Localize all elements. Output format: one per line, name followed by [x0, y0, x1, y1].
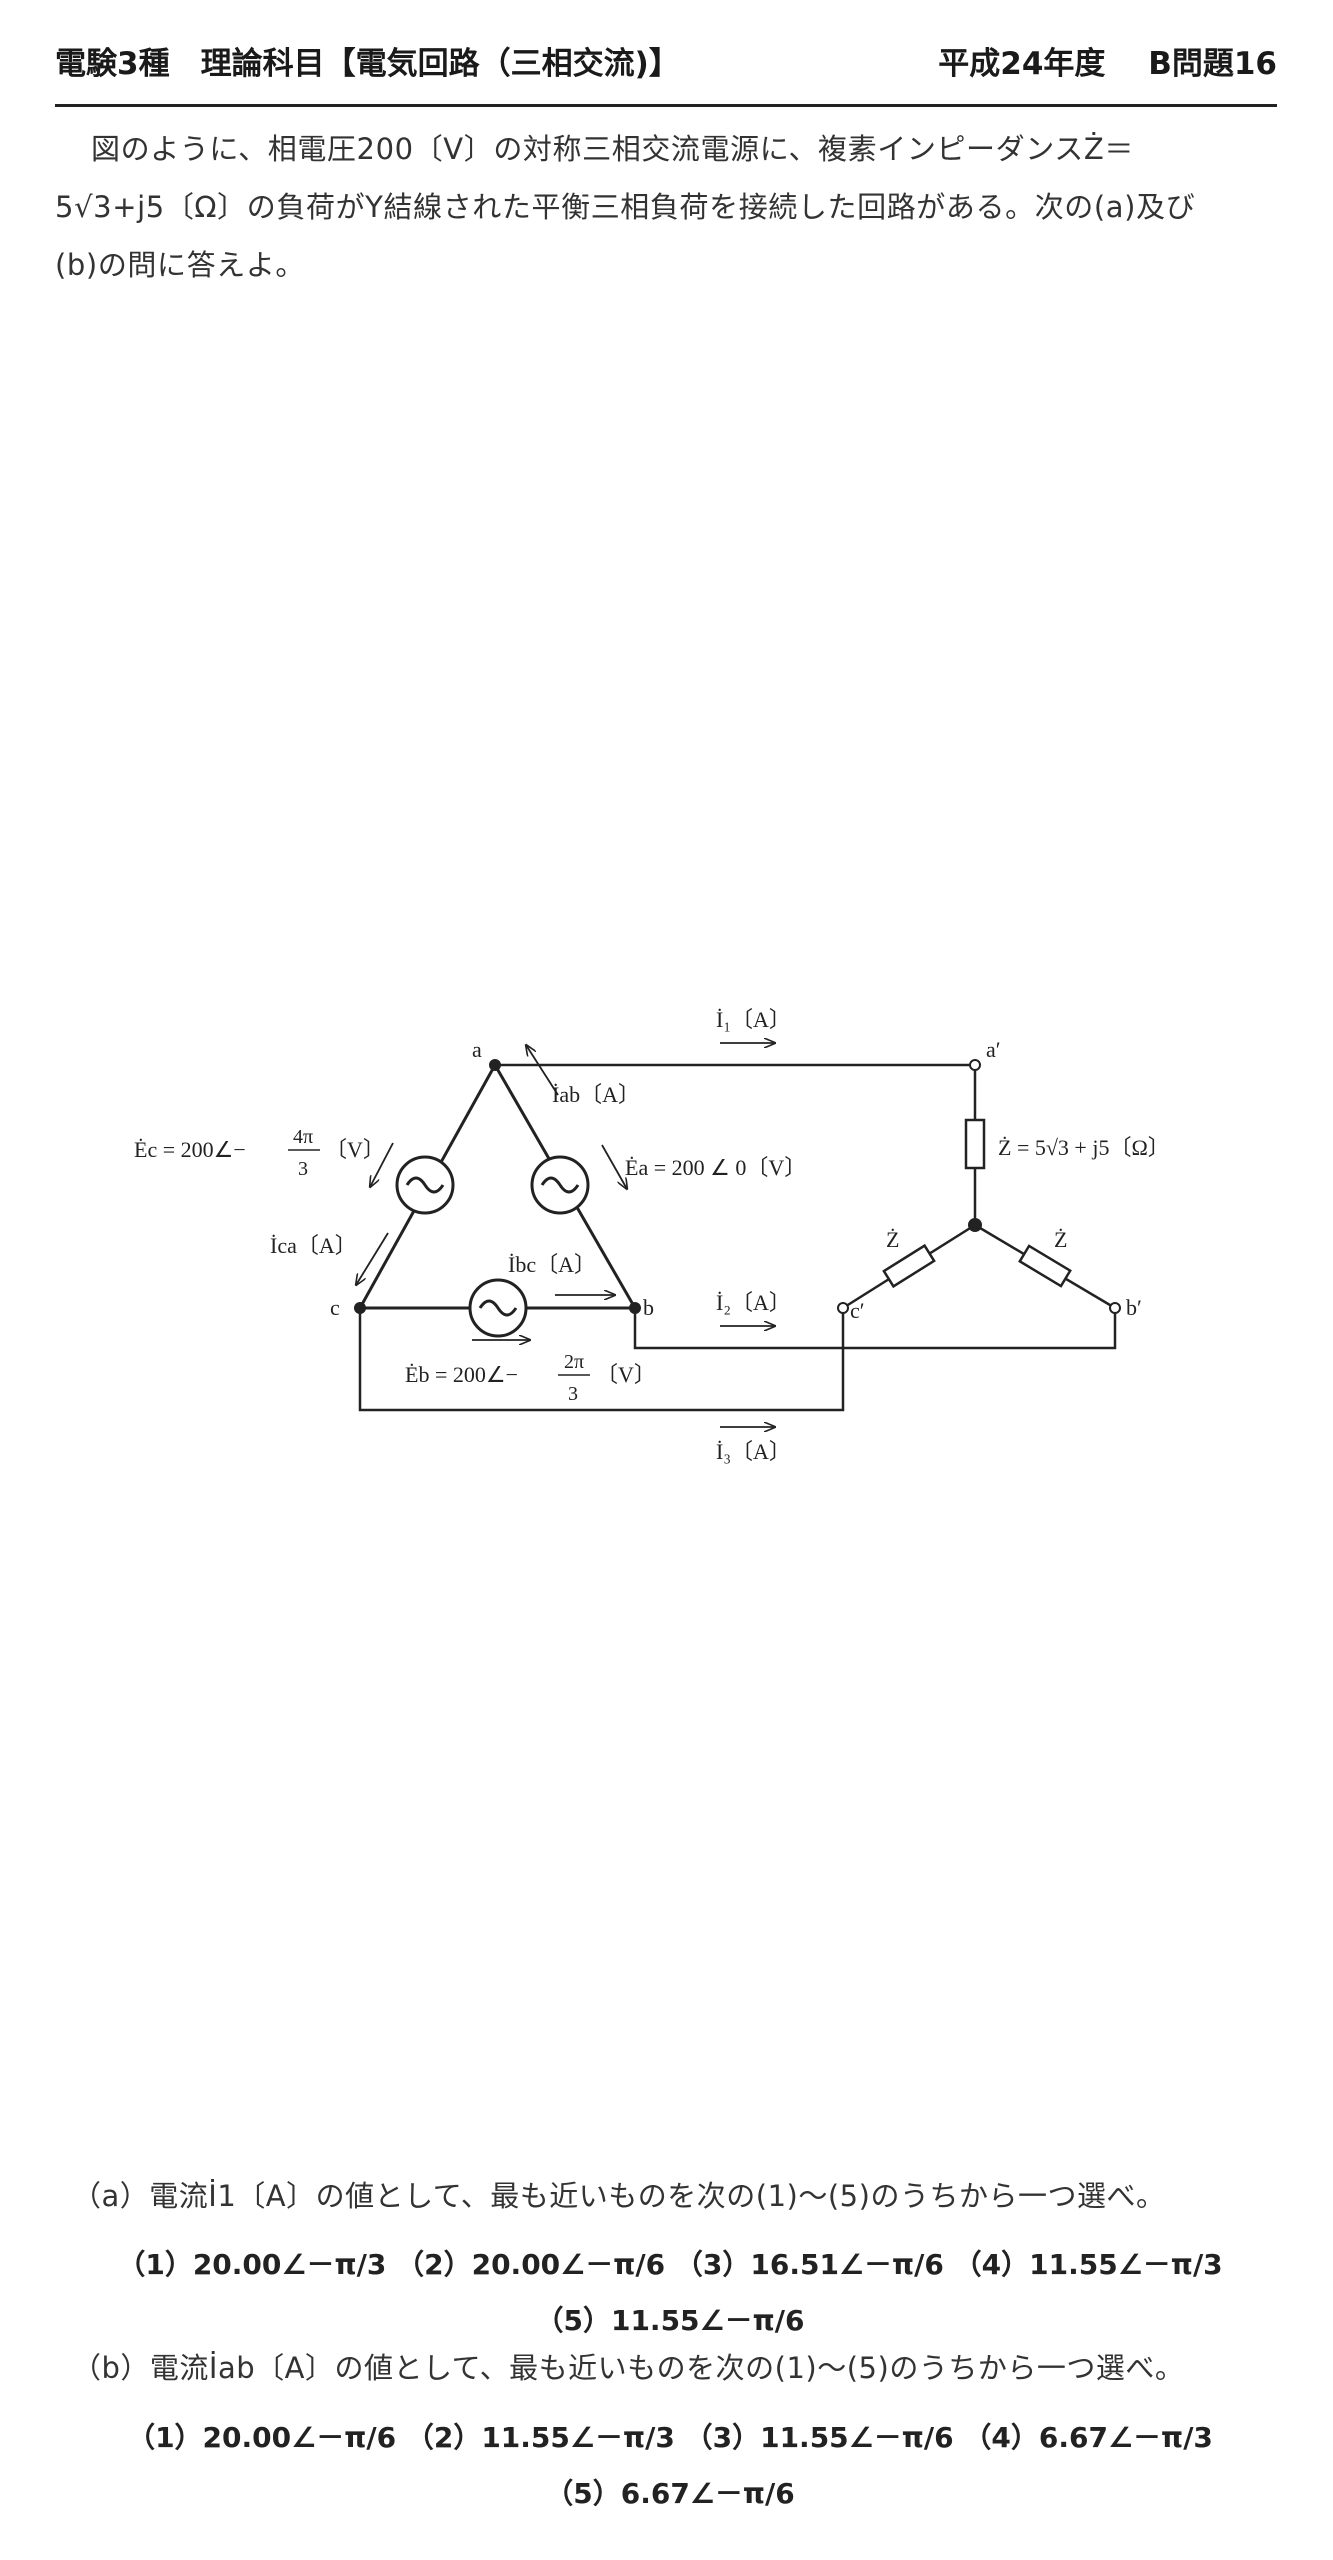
problem-intro: 図のように、相電圧200〔V〕の対称三相交流電源に、複素インピーダンスŻ＝ 5√… [55, 100, 1280, 294]
current-arrows [356, 1043, 775, 1427]
label-Eb-den: 3 [568, 1383, 578, 1405]
label-Ec-den: 3 [298, 1158, 308, 1180]
label-Ea: Ėa = 200 ∠ 0〔V〕 [625, 1155, 806, 1180]
option-b-3: （3）11.55∠－π/6 [684, 2421, 954, 2454]
label-Z-right: Ż [1054, 1227, 1067, 1252]
intro-line-1: 図のように、相電圧200〔V〕の対称三相交流電源に、複素インピーダンスŻ＝ [91, 132, 1134, 166]
node-b-dot [629, 1302, 641, 1314]
header-exam-info: 平成24年度 B問題16 [938, 38, 1277, 83]
header-problem: B問題16 [1148, 46, 1277, 82]
header-subject: 電験3種 理論科目【電気回路（三相交流)】 [55, 46, 680, 82]
option-b-1: （1）20.00∠－π/6 [127, 2421, 397, 2454]
intro-line-2-coef: 5 [55, 190, 75, 224]
label-Ec: Ėc = 200∠− [134, 1137, 246, 1162]
source-Ea [530, 1155, 590, 1215]
source-Ec [395, 1155, 455, 1215]
question-b: （b）電流İab〔A〕の値として、最も近いものを次の(1)～(5)のうちから一つ… [72, 2351, 1185, 2385]
label-node-c: c [330, 1295, 340, 1320]
question-a-options: （1）20.00∠－π/3 （2）20.00∠－π/6 （3）16.51∠－π/… [70, 2237, 1270, 2349]
node-b2-terminal [1109, 1302, 1121, 1314]
label-Eb-unit: 〔V〕 [596, 1362, 656, 1387]
option-b-5: （5）6.67∠－π/6 [545, 2477, 795, 2510]
label-Ica: İca〔A〕 [270, 1233, 357, 1258]
intro-line-2: 3+j5〔Ω〕の負荷がY結線された平衡三相負荷を接続した回路がある。次の(a)及… [93, 190, 1196, 224]
circuit-diagram: a b c a′ b′ c′ İ₁〔A〕 İ₂〔A〕 İ₃〔A〕 İab〔A〕 … [120, 985, 1220, 1475]
label-Ec-unit: 〔V〕 [325, 1137, 385, 1162]
label-Ec-num: 4π [293, 1126, 313, 1148]
label-Iab: İab〔A〕 [552, 1082, 640, 1107]
header-year: 平成24年度 [938, 46, 1106, 82]
label-node-b2: b′ [1126, 1295, 1142, 1320]
label-node-c2: c′ [850, 1298, 865, 1323]
neutral-node-dot [968, 1218, 982, 1232]
label-Eb-num: 2π [564, 1351, 584, 1373]
label-Z-left: Ż [886, 1227, 899, 1252]
node-a2-terminal [969, 1059, 981, 1071]
option-a-5: （5）11.55∠－π/6 [535, 2304, 805, 2337]
option-a-2: （2）20.00∠－π/6 [396, 2248, 666, 2281]
question-b-options: （1）20.00∠－π/6 （2）11.55∠－π/3 （3）11.55∠－π/… [70, 2410, 1270, 2522]
page-header: 電験3種 理論科目【電気回路（三相交流)】 平成24年度 B問題16 [55, 38, 1277, 83]
sqrt-symbol: √ [74, 190, 94, 224]
option-a-4: （4）11.55∠－π/3 [953, 2248, 1223, 2281]
node-c-dot [354, 1302, 366, 1314]
option-b-4: （4）6.67∠－π/3 [963, 2421, 1213, 2454]
label-I2: İ₂〔A〕 [716, 1290, 791, 1315]
header-divider [55, 104, 1277, 107]
question-a: （a）電流İ1〔A〕の値として、最も近いものを次の(1)～(5)のうちから一つ選… [72, 2179, 1166, 2213]
option-a-1: （1）20.00∠－π/3 [117, 2248, 387, 2281]
label-I1: İ₁〔A〕 [716, 1007, 791, 1032]
label-Eb: Ėb = 200∠− [405, 1362, 518, 1387]
label-node-a: a [472, 1037, 482, 1062]
label-I3: İ₃〔A〕 [716, 1439, 791, 1464]
label-node-a2: a′ [986, 1037, 1001, 1062]
label-Z-main: Ż = 5√3 + j5〔Ω〕 [998, 1135, 1170, 1160]
node-a-dot [489, 1059, 501, 1071]
intro-line-3: (b)の問に答えよ。 [55, 248, 306, 282]
label-Ibc: İbc〔A〕 [508, 1252, 596, 1277]
option-b-2: （2）11.55∠－π/3 [405, 2421, 675, 2454]
node-c2-terminal [837, 1302, 849, 1314]
label-node-b: b [643, 1295, 654, 1320]
transmission-lines [358, 1063, 1117, 1412]
source-Eb [468, 1278, 528, 1338]
option-a-3: （3）16.51∠－π/6 [674, 2248, 944, 2281]
y-load [842, 1065, 1116, 1310]
